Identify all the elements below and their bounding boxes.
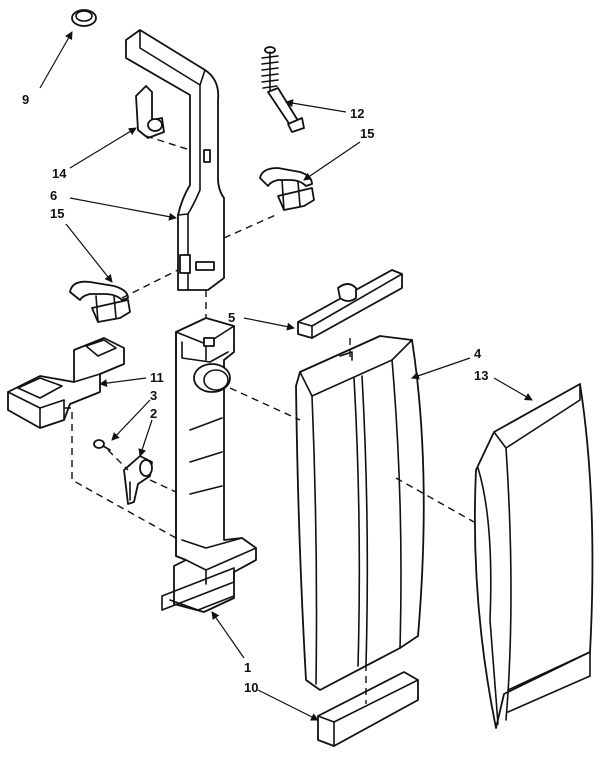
- callout-10: 6: [50, 188, 57, 203]
- part-14-clip: [135, 85, 165, 139]
- callout-9: 11: [150, 370, 164, 385]
- callout-14: 14: [52, 166, 67, 181]
- callout-13: 13: [474, 368, 488, 383]
- part-6-bottom-bracket: [317, 671, 419, 747]
- callout-5: 5: [228, 310, 235, 325]
- part-12-screw: [261, 46, 305, 133]
- callout-11: 9: [22, 92, 29, 107]
- callout-15-lower: 15: [50, 206, 64, 221]
- part-9-bracket: [7, 337, 125, 429]
- callout-3: 3: [150, 388, 157, 403]
- part-3-screw: [93, 439, 111, 451]
- part-10-handle: [125, 29, 225, 291]
- callout-2: 2: [150, 406, 157, 421]
- callout-1: 1: [244, 660, 251, 675]
- part-15-cord-hook-lower: [69, 280, 131, 323]
- callout-12: 12: [350, 106, 364, 121]
- assembly-lines: [64, 135, 475, 704]
- callout-labels: 9 14 6 15 12 15 5 4 13 11 3 2 1 10: [22, 92, 488, 695]
- callout-15-upper: 15: [360, 126, 374, 141]
- callout-4: 4: [474, 346, 482, 361]
- part-13-bag: [473, 383, 594, 729]
- part-1-body: [161, 317, 257, 613]
- leader-lines: [39, 31, 533, 721]
- part-11-cap: [71, 9, 97, 27]
- part-5-top-bracket: [297, 269, 403, 339]
- callout-6: 10: [244, 680, 258, 695]
- part-4-cover: [295, 335, 425, 691]
- part-2-latch: [123, 455, 153, 505]
- part-15-cord-hook-upper: [259, 167, 315, 211]
